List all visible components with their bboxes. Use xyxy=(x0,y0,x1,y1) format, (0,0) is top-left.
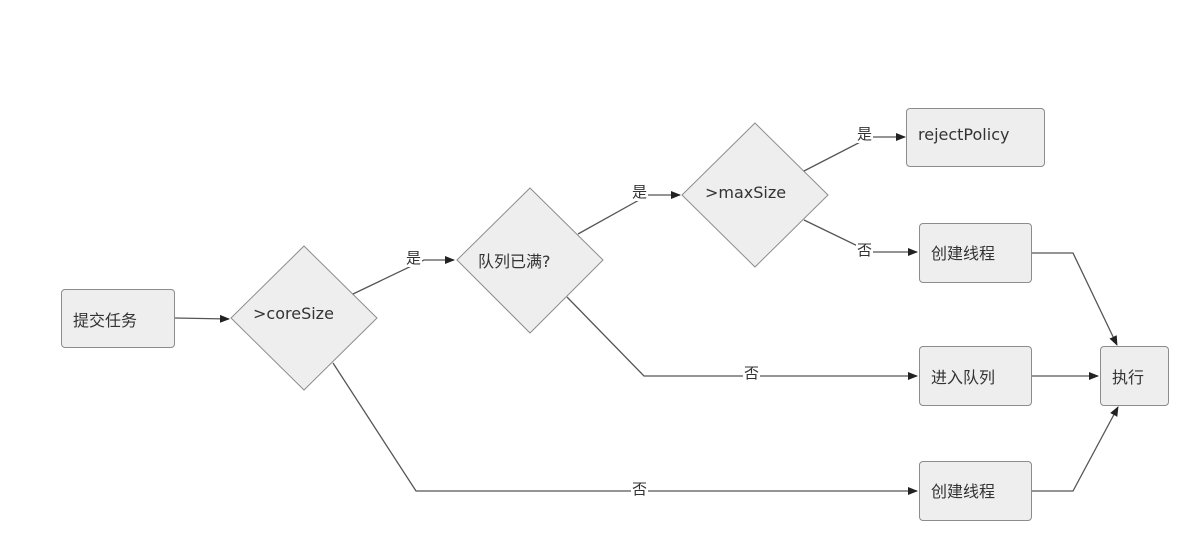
node-reject-policy[interactable]: rejectPolicy xyxy=(906,108,1045,167)
decision-max-size-shape xyxy=(681,122,829,268)
node-enqueue[interactable]: 进入队列 xyxy=(919,346,1032,406)
edge-submit-to-coresize xyxy=(174,314,230,323)
node-reject-policy-label: rejectPolicy xyxy=(918,125,1010,144)
node-enqueue-label: 进入队列 xyxy=(931,368,996,387)
node-execute[interactable]: 执行 xyxy=(1100,346,1169,406)
edge-queuefull-yes xyxy=(577,191,681,235)
decision-queue-full-shape xyxy=(456,187,604,334)
edge-label-maxsize-no: 否 xyxy=(856,241,874,259)
decision-queue-full-label: 队列已满? xyxy=(478,252,551,271)
edge-label-coresize-no: 否 xyxy=(631,480,649,498)
decision-max-size-label: >maxSize xyxy=(705,183,787,202)
edge-coresize-no xyxy=(332,362,918,495)
edge-label-coresize-yes: 是 xyxy=(405,249,423,267)
node-create-thread-upper-label: 创建线程 xyxy=(931,244,996,263)
edge-label-queuefull-yes: 是 xyxy=(631,183,649,201)
edge-create-lower-to-execute xyxy=(1032,406,1119,492)
node-create-thread-lower-label: 创建线程 xyxy=(931,482,996,501)
edge-label-queuefull-no: 否 xyxy=(743,364,761,382)
node-create-thread-lower[interactable]: 创建线程 xyxy=(919,461,1032,521)
decision-core-size-label: >coreSize xyxy=(253,304,334,323)
edge-label-maxsize-yes: 是 xyxy=(856,125,874,143)
node-create-thread-upper[interactable]: 创建线程 xyxy=(919,223,1032,283)
edge-coresize-yes xyxy=(352,256,455,295)
edge-create-upper-to-execute xyxy=(1032,252,1118,346)
node-submit-task-label: 提交任务 xyxy=(73,310,138,330)
edge-queuefull-no xyxy=(566,296,918,380)
decision-core-size-shape xyxy=(230,245,378,391)
node-submit-task[interactable]: 提交任务 xyxy=(61,289,175,348)
edge-maxsize-yes xyxy=(803,133,906,172)
node-execute-label: 执行 xyxy=(1112,368,1145,387)
